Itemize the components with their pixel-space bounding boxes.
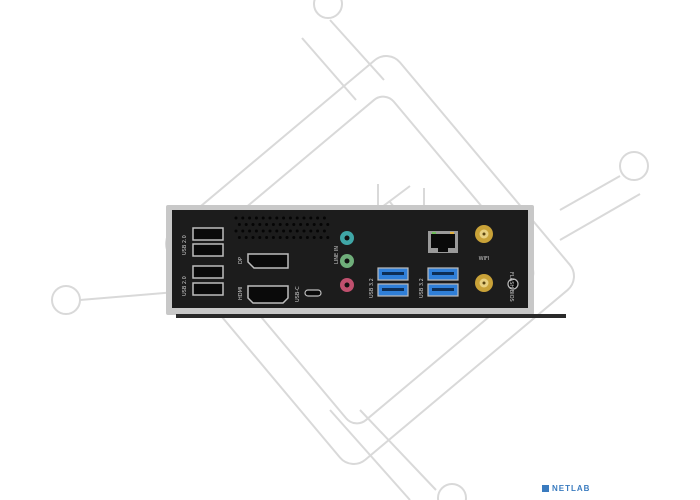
vent-hole [316,216,320,220]
flash-button-icon: FLASH BIOS [507,272,519,302]
usb-3-right-label: USB 3.2 [419,278,425,298]
vent-hole [237,223,241,226]
watermark-line [329,19,385,81]
watermark-line [359,409,437,491]
vent-hole [282,229,286,233]
vent-hole [275,229,279,233]
usb-c-label: USB-C [295,286,301,302]
vent-hole [288,229,292,233]
netlab-logo-text: NETLAB [552,483,591,493]
watermark-line [301,37,357,101]
usb-port [192,243,224,257]
watermark-line [559,193,641,241]
vent-hole [278,223,282,226]
vent-hole [305,236,309,239]
watermark-line [329,409,411,500]
watermark-circle-right [619,151,649,181]
usb-3-pair-right: USB 3.2 [419,267,459,298]
vent-hole [326,236,330,239]
vent-hole [285,223,289,226]
audio-label: LINE IN [334,246,340,264]
vent-hole [292,223,296,226]
vent-hole [326,223,330,226]
vent-hole [271,236,275,239]
usb-c-port: USB-C [295,286,322,302]
vent-hole [278,236,282,239]
vent-hole [258,223,262,226]
vent-hole [309,216,313,220]
vent-hole [319,236,323,239]
usb-2-stack-left: USB 2.0 USB 2.0 [182,227,224,296]
vent-hole [322,216,326,220]
vent-hole [292,236,296,239]
hdmi-port: HDMI [238,285,289,304]
vent-hole [309,229,313,233]
usb-port [192,265,224,279]
vent-hole [312,223,316,226]
vent-hole [299,223,303,226]
vent-hole [288,216,292,220]
watermark-frame-inner [205,95,535,425]
usb-3-left-label: USB 3.2 [369,278,375,298]
vent-hole [305,223,309,226]
shield-frame-bottom-edge [176,314,566,318]
displayport-label: DP [238,257,244,264]
flash-label: FLASH BIOS [508,272,514,302]
vent-hole [248,216,252,220]
vent-hole [302,229,306,233]
usb-port [192,282,224,296]
vent-hole [241,216,245,220]
vent-hole [261,216,265,220]
vent-hole [268,229,272,233]
antenna-connector-icon: WIFI [475,225,493,292]
vent-hole [265,236,269,239]
vent-hole [237,236,241,239]
displayport: DP [238,253,289,269]
watermark-circle-top [313,0,343,19]
vent-hole [244,236,248,239]
vent-hole [295,216,299,220]
vent-hole [258,236,262,239]
netlab-logo: NETLAB [542,482,590,494]
usb-2-top-label: USB 2.0 [182,235,188,255]
vent-hole [254,216,258,220]
vent-hole [285,236,289,239]
vent-hole [251,236,255,239]
vent-hole [319,223,323,226]
vent-holes [234,216,330,239]
watermark-frame-outer [165,55,575,465]
vent-hole [241,229,245,233]
audio-jacks: LINE IN [334,231,354,292]
vent-hole [282,216,286,220]
vent-hole [265,223,269,226]
vent-hole [322,229,326,233]
watermark-line [559,175,621,211]
vent-hole [268,216,272,220]
wifi-label: WIFI [479,256,490,262]
hdmi-label: HDMI [238,287,244,300]
usb-3-pair-left: USB 3.2 [369,267,409,298]
ethernet-port-icon [428,231,458,253]
vent-hole [299,236,303,239]
vent-hole [271,223,275,226]
vent-hole [248,229,252,233]
netlab-logo-mark [542,484,549,492]
vent-hole [251,223,255,226]
vent-hole [316,229,320,233]
vent-hole [302,216,306,220]
vent-hole [234,229,238,233]
vent-hole [295,229,299,233]
vent-hole [234,216,238,220]
vent-hole [261,229,265,233]
vent-hole [275,216,279,220]
watermark-circle-bottom [437,483,467,500]
vent-hole [312,236,316,239]
vent-hole [244,223,248,226]
usb-port [192,227,224,241]
usb-2-bottom-label: USB 2.0 [182,276,188,296]
vent-hole [254,229,258,233]
